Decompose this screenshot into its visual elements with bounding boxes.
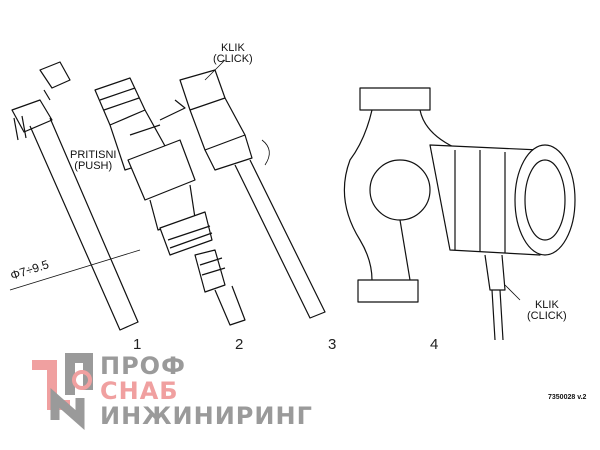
push-callout: PRITISNI (PUSH) xyxy=(70,150,116,172)
item-number-4: 4 xyxy=(430,336,439,353)
logo-line3: ИНЖИНИРИНГ xyxy=(100,402,313,430)
click-label: (CLICK) xyxy=(527,310,567,322)
item-number-2: 2 xyxy=(235,336,244,353)
drawing-code: 7350028 v.2 xyxy=(548,394,587,401)
item-1-cable xyxy=(9,61,141,331)
klik-label: KLIK xyxy=(220,42,245,54)
item-4-pump xyxy=(343,87,576,341)
item-number-1: 1 xyxy=(133,336,142,353)
push-label: (PUSH) xyxy=(74,160,113,172)
logo-i-shape xyxy=(50,388,85,430)
klik-callout-pump: KLIK (CLICK) xyxy=(527,300,567,322)
klik-callout-top: KLIK (CLICK) xyxy=(213,43,253,65)
logo-line1: ПРОФ xyxy=(100,352,186,380)
logo-line2: СНАБ xyxy=(100,377,179,405)
klik-label: KLIK xyxy=(534,299,559,311)
item-1-connector xyxy=(94,77,246,326)
item-number-3: 3 xyxy=(328,336,337,353)
item-2-connector xyxy=(179,59,326,319)
click-label: (CLICK) xyxy=(213,53,253,65)
logo-gear-icon xyxy=(72,370,92,390)
pritisni-label: PRITISNI xyxy=(70,149,117,161)
